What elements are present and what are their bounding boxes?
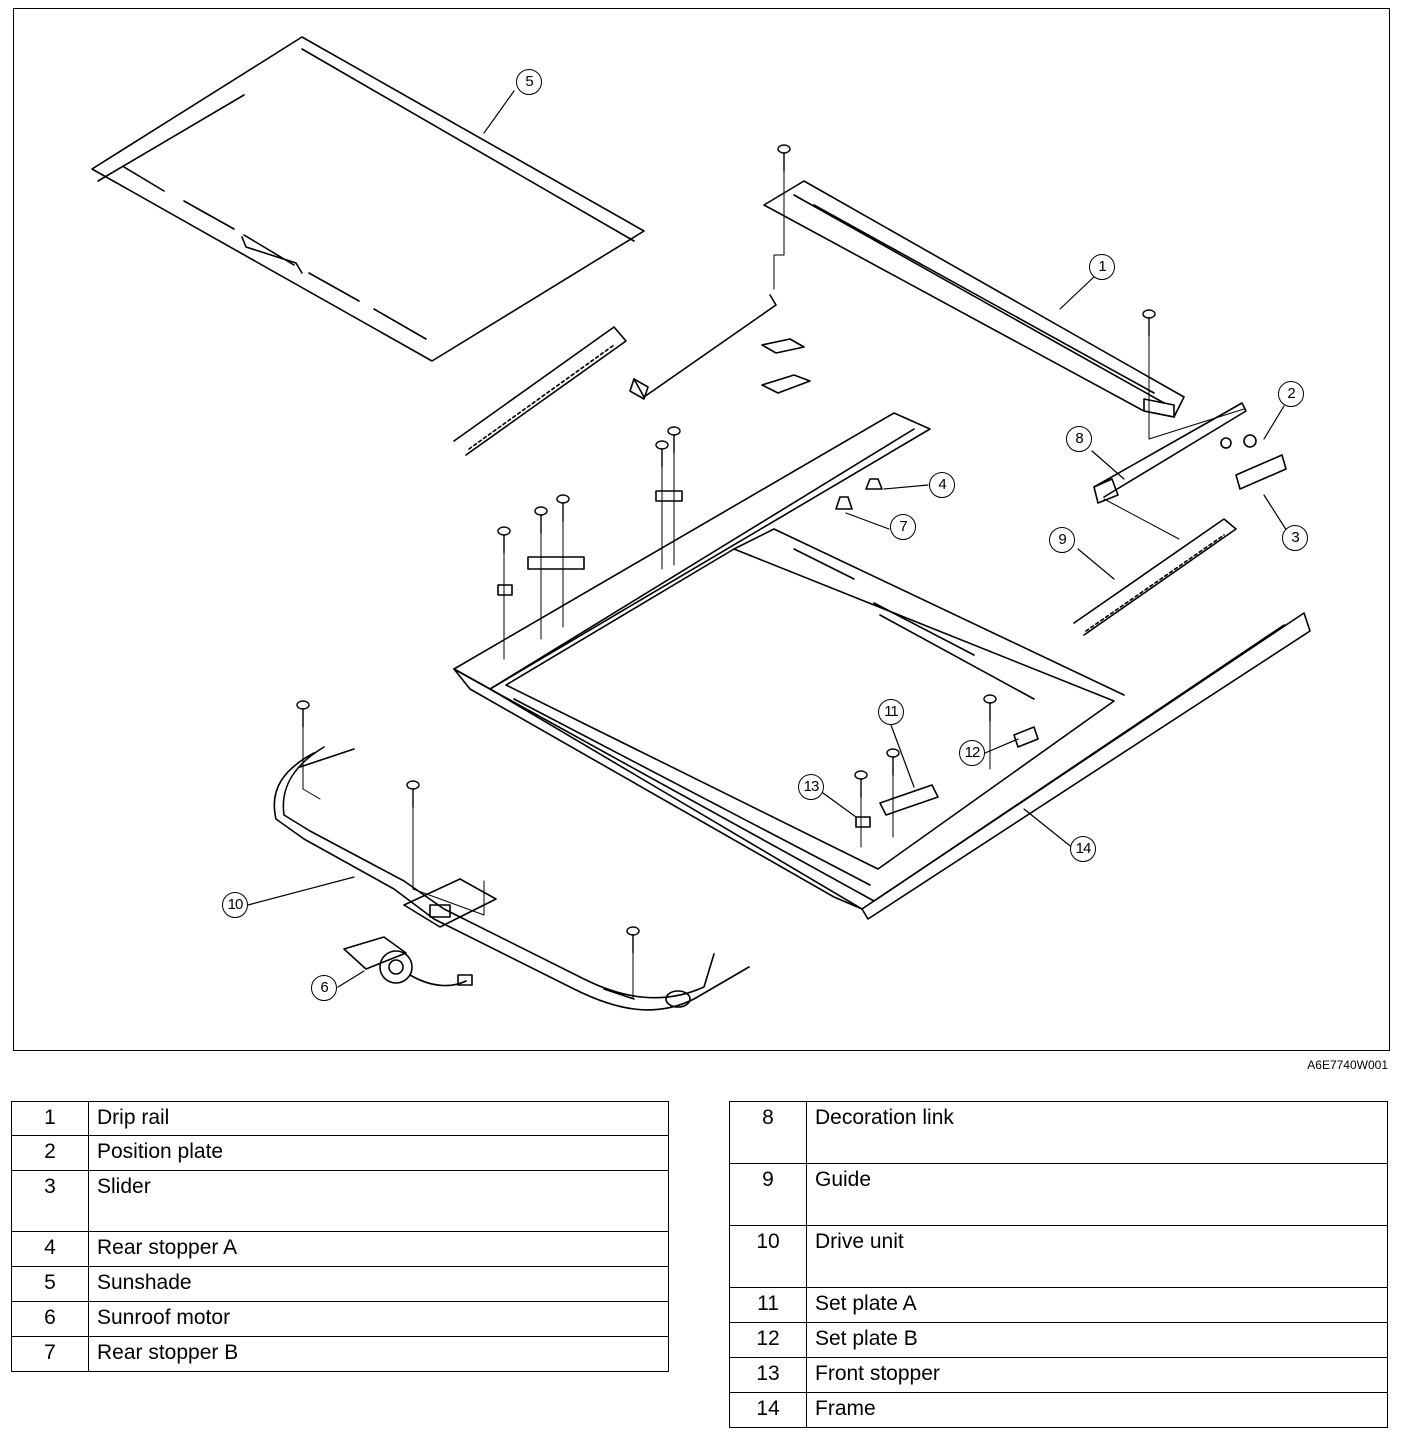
legend-number: 4 [11,1231,89,1267]
legend-part-name: Rear stopper B [88,1336,669,1372]
legend-number: 11 [729,1287,807,1323]
legend-part-name: Frame [806,1392,1388,1428]
diagram-drawing [91,36,1311,1011]
figure-code: A6E7740W001 [1307,1058,1388,1072]
frame-plates-drawing [497,490,1039,828]
sunroof-motor-drawing [343,936,473,987]
legend-part-name: Drip rail [88,1101,669,1136]
legend-part-name: Slider [88,1170,669,1232]
callout-5: 5 [516,69,542,95]
legend-number: 1 [11,1101,89,1136]
drive-unit-drawing [273,746,750,1011]
callout-3: 3 [1282,525,1308,551]
callout-2: 2 [1278,381,1304,407]
callout-6: 6 [311,975,337,1001]
legend-part-name: Set plate B [806,1322,1388,1358]
legend-number: 3 [11,1170,89,1232]
legend-part-name: Position plate [88,1135,669,1171]
legend-part-name: Decoration link [806,1101,1388,1164]
legend-number: 7 [11,1336,89,1372]
assembly-lines [302,170,1245,1000]
callout-14: 14 [1070,836,1096,862]
exploded-diagram: 5 1 2 3 4 7 8 9 10 6 11 12 13 14 [13,8,1390,1051]
drip-rail-drawing [763,180,1185,418]
legend-part-name: Drive unit [806,1225,1388,1288]
right-mechanism-drawing [1073,402,1287,636]
callout-4: 4 [929,472,955,498]
legend-part-name: Front stopper [806,1357,1388,1393]
frame-drawing [453,412,1311,920]
legend-part-name: Guide [806,1163,1388,1226]
callout-10: 10 [222,892,248,918]
callout-12: 12 [959,740,985,766]
legend-number: 5 [11,1266,89,1302]
legend-number: 2 [11,1135,89,1171]
legend-number: 8 [729,1101,807,1164]
sunshade-drawing [91,36,645,362]
callout-11: 11 [878,699,904,725]
legend-number: 9 [729,1163,807,1226]
legend-number: 10 [729,1225,807,1288]
callout-7: 7 [890,514,916,540]
legend-number: 6 [11,1301,89,1337]
legend-part-name: Sunshade [88,1266,669,1302]
legend-part-name: Sunroof motor [88,1301,669,1337]
upper-mechanism-drawing [453,294,811,456]
legend-number: 14 [729,1392,807,1428]
screws [296,144,1156,954]
callout-leaders [247,90,1293,988]
legend-number: 12 [729,1322,807,1358]
callout-13: 13 [798,774,824,800]
callout-1: 1 [1089,254,1115,280]
legend-part-name: Rear stopper A [88,1231,669,1267]
legend-part-name: Set plate A [806,1287,1388,1323]
callout-8: 8 [1066,426,1092,452]
callout-9: 9 [1049,527,1075,553]
legend-number: 13 [729,1357,807,1393]
rear-stoppers-drawing [835,478,883,510]
